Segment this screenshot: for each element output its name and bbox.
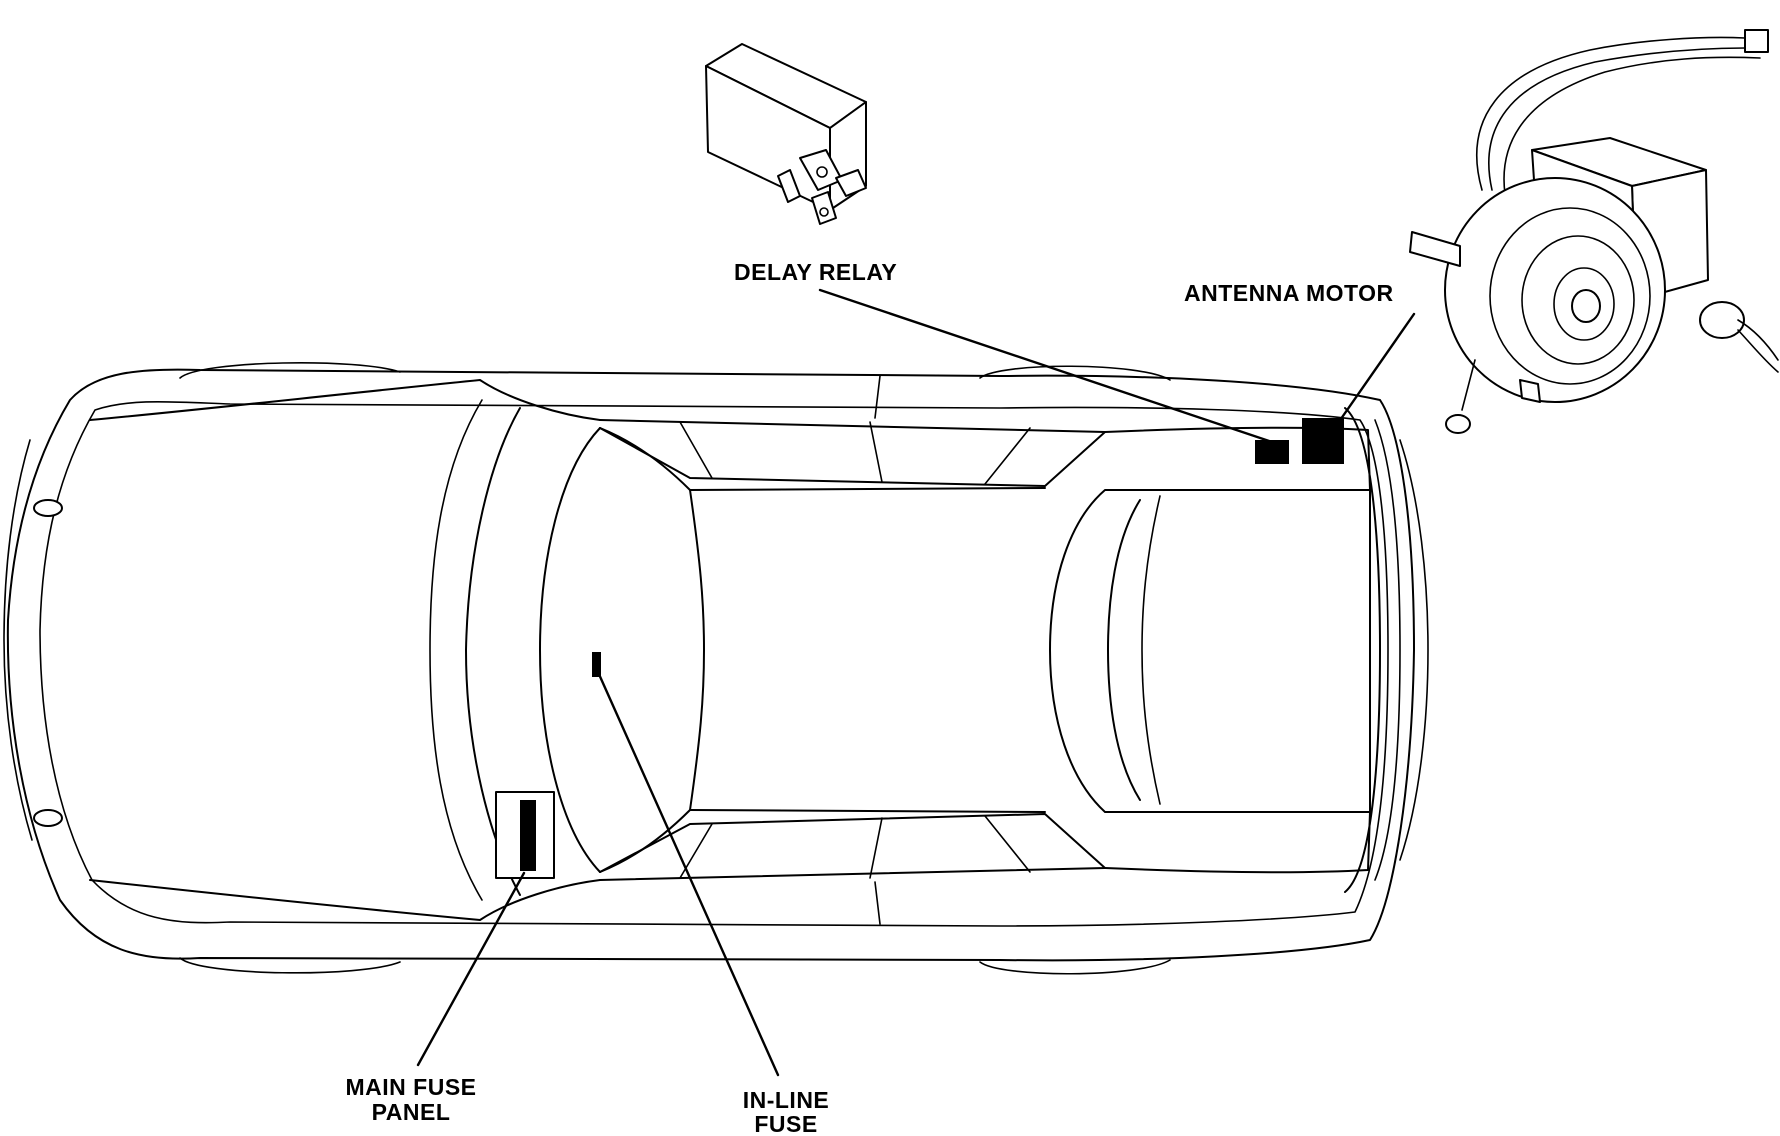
lower-window-post-2 [869,817,883,879]
rear-window-inner [1107,499,1141,801]
relay-terminal-hole-2 [819,207,829,217]
car-body-inner-line [39,400,1389,927]
main-fuse-panel-leader [416,871,526,1067]
motor-drum-ring-2 [1521,235,1635,365]
leader-lines [416,288,1416,1077]
antenna-motor-illustration [1409,29,1779,434]
rear-panel-outer [1344,407,1381,893]
upper-side-window [599,419,1106,487]
motor-drum-hub [1571,289,1601,323]
relay-terminal-hole [816,166,828,178]
delay-relay-label: DELAY RELAY [734,259,897,285]
motor-drum-outer [1444,177,1666,403]
front-bumper [3,439,33,841]
antenna-cable-3 [1503,56,1761,195]
door-line-upper [874,375,881,419]
car-top-view [3,362,1429,975]
rear-deck-line-lower [1104,811,1371,874]
front-marker-upper [33,499,63,517]
car-body-outline [6,368,1415,962]
cowl-line-left [89,379,601,421]
door-line-lower [874,881,881,925]
rear-panel-inner [1374,419,1401,881]
rear-deck-line [1104,426,1371,491]
motor-drum-ring-3 [1553,267,1615,341]
antenna-plug [1744,29,1769,53]
lower-window-post-3 [984,815,1031,873]
roof-front-edge [689,487,1046,813]
rear-window-outer [1049,489,1371,813]
labels: DELAY RELAY ANTENNA MOTOR MAIN FUSE PANE… [346,259,1394,1136]
lower-side-window [599,813,1106,881]
delay-relay-leader [818,288,1274,444]
delay-relay-illustration [705,43,867,225]
upper-window-post-1 [679,421,713,479]
windshield-edge [429,399,483,901]
antenna-cable-2 [1488,47,1746,191]
motor-bottom-stud [1519,379,1541,403]
rear-left-wheel-arch [979,365,1171,381]
motor-drum-ring-1 [1489,207,1651,385]
in-line-fuse-label-line2: FUSE [754,1111,817,1136]
main-fuse-panel-label-line2: PANEL [372,1099,451,1125]
relay-terminal-3 [835,169,867,197]
main-fuse-panel-marker [520,800,536,871]
motor-wire-right [1737,319,1779,361]
cowl-line-right [89,879,601,921]
main-fuse-panel-label-line1: MAIN FUSE [346,1074,477,1100]
motor-bracket-left [1409,231,1461,267]
ground-strap [1461,359,1476,411]
delay-relay-marker [1255,440,1289,464]
in-line-fuse-marker [592,652,601,677]
windshield-outer [465,407,521,896]
upper-window-post-2 [869,421,883,483]
lower-window-post-1 [679,823,713,879]
antenna-motor-leader [1334,312,1416,428]
rear-bumper [1399,439,1429,861]
front-left-wheel-arch [179,362,401,379]
front-marker-lower [33,809,63,827]
front-right-wheel-arch [179,957,401,974]
rear-right-wheel-arch [979,959,1171,975]
roof-outline [599,427,705,873]
motor-grommet [1699,301,1745,339]
upper-window-post-3 [984,427,1031,485]
in-line-fuse-leader [596,670,780,1077]
windshield-inner [539,427,601,873]
rear-window-divider [1141,495,1161,805]
relay-terminal-1 [777,169,801,203]
ground-eyelet [1445,414,1471,434]
motor-wire-right-2 [1737,329,1779,373]
antenna-cable-1 [1476,36,1746,191]
antenna-motor-label: ANTENNA MOTOR [1184,280,1394,306]
in-line-fuse-label-line1: IN-LINE [743,1087,830,1113]
